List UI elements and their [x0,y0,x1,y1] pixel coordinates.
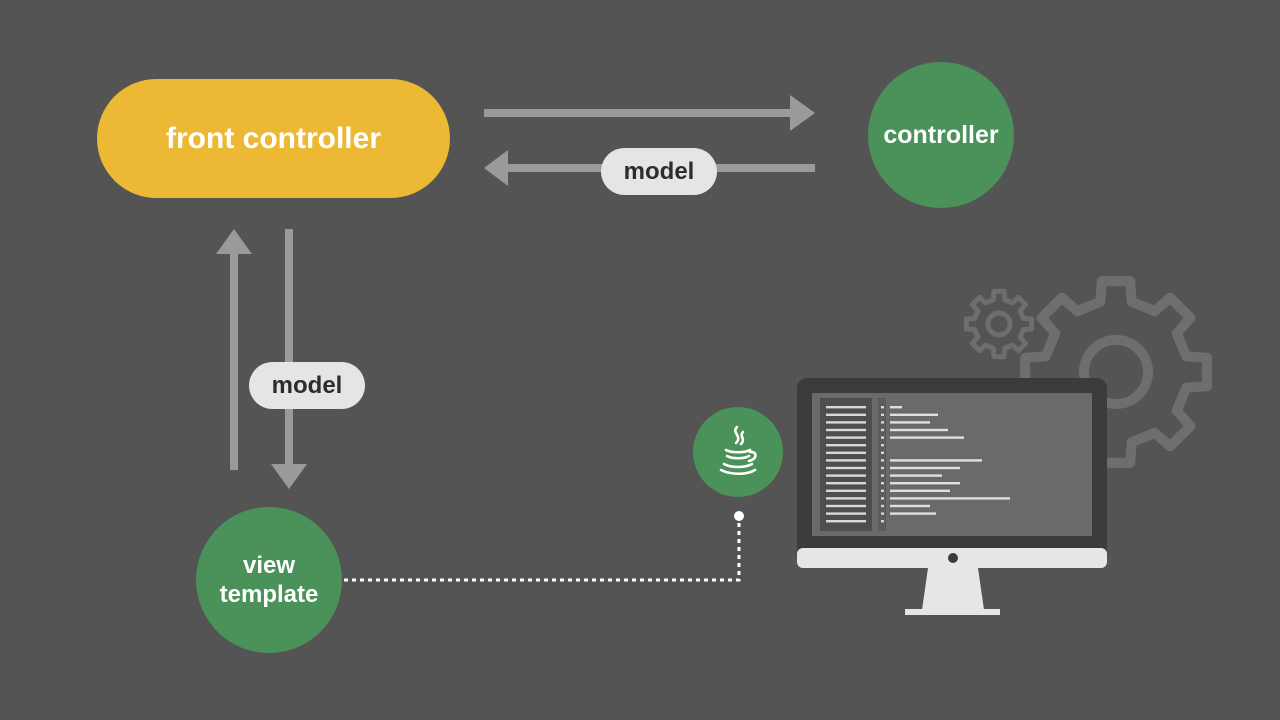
gutter-line [826,489,866,492]
line-marker [881,459,884,462]
gutter-line [826,428,866,432]
monitor-stand [922,568,984,610]
code-line [890,497,1010,500]
small-gear-icon [963,288,1035,360]
view-template-label-line1: view [242,552,296,579]
code-line [890,512,936,515]
front-controller-label: front controller [166,121,381,155]
code-line [890,474,942,477]
model-tag-top: model [601,148,717,195]
model-tag-left: model [249,362,365,409]
gutter-line [826,512,866,515]
monitor-base [905,609,1000,615]
line-marker [881,444,884,447]
code-line [890,421,930,424]
gutter-line [826,520,866,523]
large-gear-hub [1079,335,1153,409]
line-marker [881,512,884,515]
gutter-line [826,421,866,424]
line-marker [881,413,884,416]
code-line [890,459,982,462]
line-marker [881,406,884,409]
monitor-camera [948,553,958,563]
line-marker [881,428,884,432]
view-template-label-line2: template [219,581,319,608]
gutter-line [826,482,866,485]
line-marker [881,466,884,470]
code-line [890,466,960,470]
arrow-front-to-view [271,229,307,489]
line-marker [881,489,884,492]
gutter-line [826,406,866,409]
gutter-line [826,497,866,500]
code-line-markers [878,398,886,531]
line-marker [881,497,884,500]
gutter-line [826,474,866,477]
arrow-view-to-front [216,229,252,470]
gutter-line [826,413,866,416]
code-line [890,489,950,492]
gutter-line [826,451,866,454]
controller-label: controller [883,120,999,149]
line-marker [881,474,884,477]
java-coffee-cup-icon [719,425,757,476]
code-line [890,482,960,485]
line-marker [881,436,884,439]
code-line [890,406,902,409]
controller-node: controller [868,62,1014,208]
gutter-line [826,466,866,470]
arrow-front-to-controller [484,95,815,131]
code-line [890,504,930,508]
dotted-connector [344,511,744,582]
model-tag-top-label: model [623,157,695,185]
code-line [890,428,948,432]
gutter-line [826,459,866,462]
line-marker [881,504,884,508]
monitor-code-icon [797,378,1107,615]
small-gear-hub [985,310,1013,338]
front-controller-node: front controller [97,79,450,198]
view-template-node: view template [196,507,342,653]
model-tag-left-label: model [271,371,343,399]
line-marker [881,421,884,424]
code-line [890,436,964,439]
code-gutter [820,398,872,531]
java-node [693,407,783,497]
line-marker [881,520,884,523]
gutter-line [826,504,866,508]
code-lines [826,406,1010,523]
gutter-line [826,444,866,447]
code-line [890,413,938,416]
gutter-line [826,436,866,439]
line-marker [881,451,884,454]
line-marker [881,482,884,485]
